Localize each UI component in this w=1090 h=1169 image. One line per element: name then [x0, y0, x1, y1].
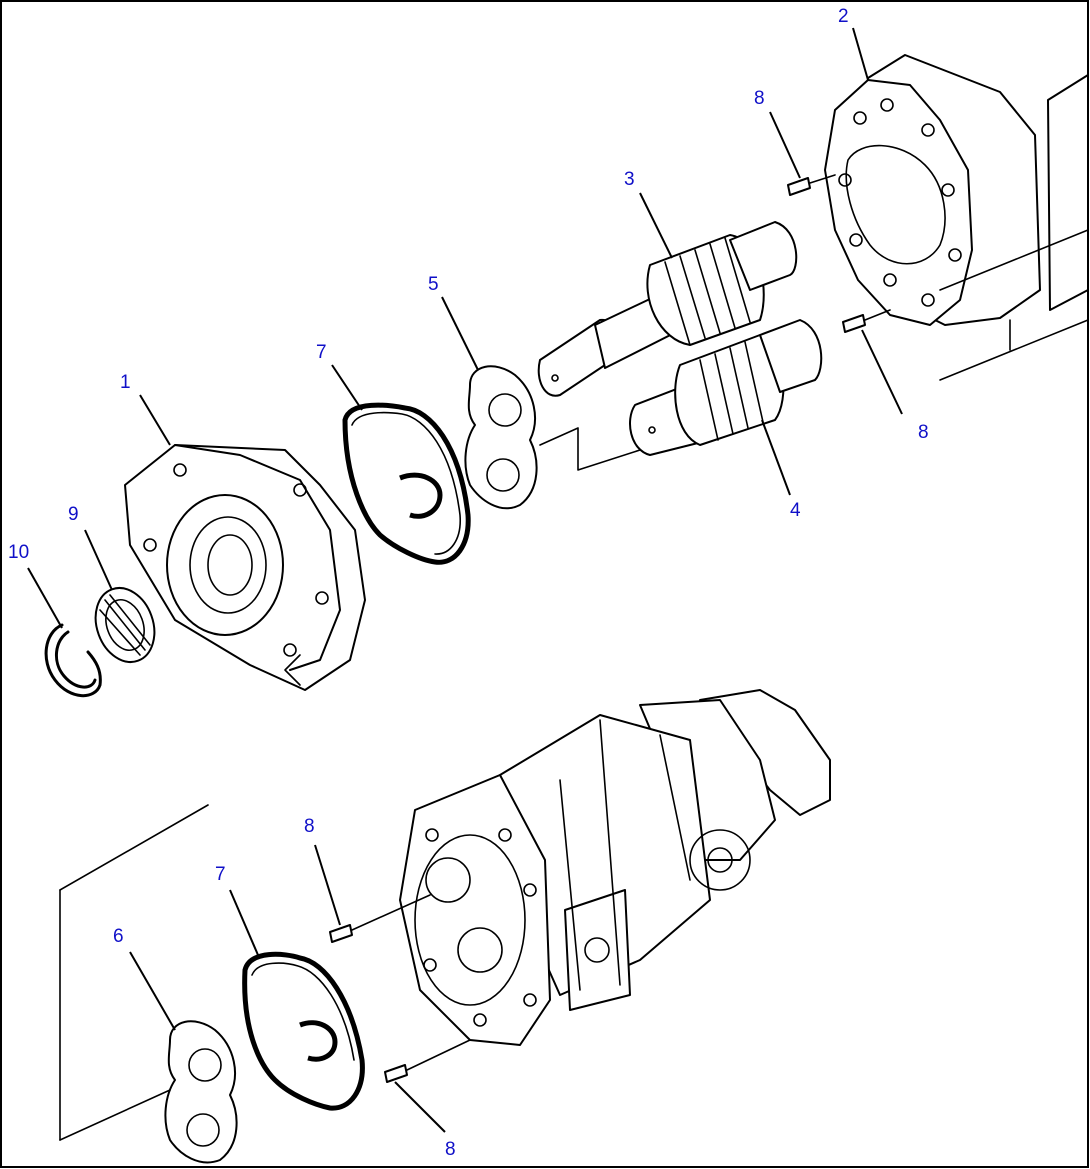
assembly-line [59, 804, 209, 891]
part-8-pin-lower-bottom [384, 1039, 471, 1083]
callout-1: 1 [120, 372, 131, 393]
leader-lines [27, 27, 903, 1133]
part-1-front-cover [124, 444, 366, 691]
part-8-pin-upper-left [787, 174, 836, 196]
part-7-seal-lower [242, 951, 365, 1111]
part-4-driven-gear-shaft [629, 319, 823, 456]
callout-8: 8 [445, 1139, 456, 1160]
part-5-bushing-plate [464, 365, 538, 510]
assembly-line [59, 1089, 171, 1141]
callout-10: 10 [8, 542, 29, 563]
callout-9: 9 [68, 504, 79, 525]
pump-assembly-body [399, 689, 831, 1046]
callout-8: 8 [754, 88, 765, 109]
callout-8: 8 [918, 422, 929, 443]
callout-7: 7 [316, 342, 327, 363]
callout-8: 8 [304, 816, 315, 837]
part-10-snap-ring [44, 623, 102, 698]
part-9-oil-seal [94, 587, 156, 663]
part-3-drive-gear-shaft [537, 221, 798, 397]
part-8-pin-upper-right [842, 309, 891, 333]
callout-2: 2 [838, 6, 849, 27]
assembly-line [539, 427, 641, 471]
callout-7: 7 [215, 864, 226, 885]
part-7-seal-upper [342, 402, 471, 565]
callout-6: 6 [113, 926, 124, 947]
callout-4: 4 [790, 500, 801, 521]
part-8-pin-lower-top [329, 894, 431, 943]
callout-5: 5 [428, 274, 439, 295]
part-6-bushing-plate [164, 1020, 238, 1164]
callout-3: 3 [624, 169, 635, 190]
part-2-gear-housing [824, 54, 1089, 381]
